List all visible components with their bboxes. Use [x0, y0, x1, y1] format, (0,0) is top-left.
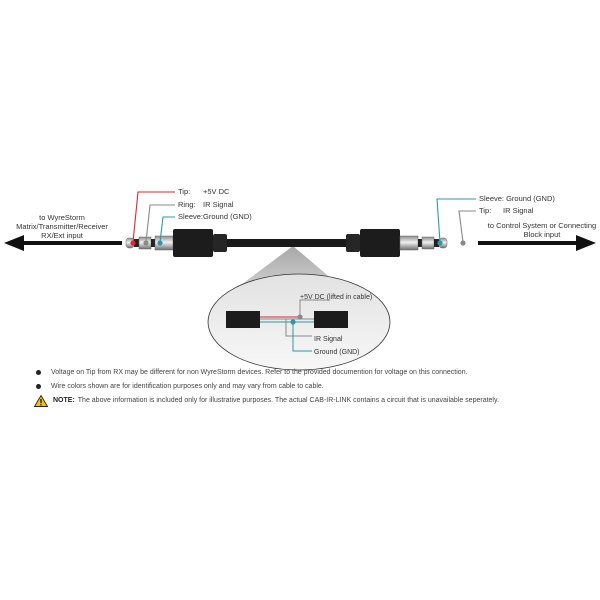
- left-plug: [125, 229, 227, 257]
- left-caption-line1: to WyreStorm: [39, 213, 85, 222]
- note-voltage-text: Voltage on Tip from RX may be different …: [51, 369, 468, 376]
- zoom-ground-point: [290, 319, 296, 325]
- left-tip-leader: [130, 191, 175, 246]
- left-caption-line3: RX/Ext input: [41, 231, 84, 240]
- right-tip-value: IR Signal: [503, 206, 534, 215]
- zoom-power-label: +5V DC (lifted in cable): [300, 294, 372, 301]
- right-arrow: [478, 235, 596, 251]
- bullet-icon: [36, 384, 41, 389]
- power-wire: [132, 191, 175, 243]
- left-sleeve-name: Sleeve:: [178, 212, 203, 221]
- right-plug: [346, 229, 448, 257]
- left-caption-line2: Matrix/Transmitter/Receiver: [16, 222, 108, 231]
- right-tip-leader: [458, 210, 476, 246]
- right-caption-line2: Block input: [524, 230, 562, 239]
- left-tip-name: Tip:: [178, 187, 190, 196]
- note-wire-colors: Wire colors shown are for identification…: [34, 382, 574, 391]
- zoom-right-connector: [314, 311, 348, 328]
- left-arrow: [4, 235, 122, 251]
- ground-wire: [159, 216, 175, 243]
- right-sleeve-label: Sleeve: Ground (GND): [479, 194, 555, 203]
- zoom-ground-label: Ground (GND): [314, 349, 360, 356]
- left-ring-value: IR Signal: [203, 200, 234, 209]
- note-voltage: Voltage on Tip from RX may be different …: [34, 368, 574, 377]
- right-tip-name: Tip:: [479, 206, 491, 215]
- left-ring-leader: [143, 204, 175, 246]
- zoom-left-connector: [226, 311, 260, 328]
- zoom-ir-label: IR Signal: [314, 336, 343, 343]
- warning-icon: [34, 395, 48, 407]
- ir-wire: [145, 204, 175, 243]
- left-sleeve-leader: [157, 216, 175, 246]
- warning-label: NOTE:: [53, 397, 75, 404]
- left-tip-value: +5V DC: [203, 187, 230, 196]
- left-ring-name: Ring:: [178, 200, 196, 209]
- right-sleeve-leader: [436, 198, 476, 246]
- bullet-icon: [36, 370, 41, 375]
- note-warning: NOTE:The above information is included o…: [34, 395, 574, 407]
- cable: [214, 239, 360, 247]
- notes-section: Voltage on Tip from RX may be different …: [34, 368, 574, 412]
- left-sleeve-value: Ground (GND): [203, 212, 252, 221]
- zoom-detail: [226, 299, 348, 352]
- right-caption-line1: to Control System or Connecting: [488, 221, 596, 230]
- warning-text: The above information is included only f…: [77, 397, 499, 404]
- note-wire-colors-text: Wire colors shown are for identification…: [51, 383, 324, 390]
- zoom-power-point: [297, 314, 303, 320]
